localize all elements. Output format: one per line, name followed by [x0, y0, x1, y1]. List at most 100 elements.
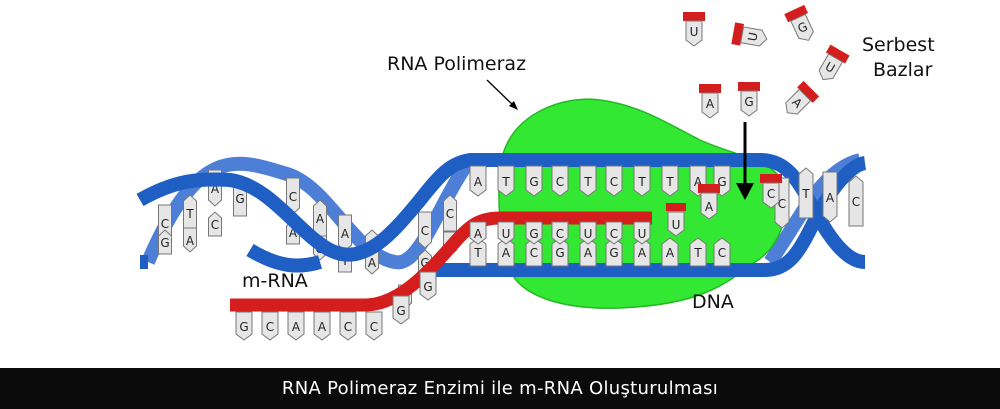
base-letter: A: [584, 246, 593, 260]
base-shape: [605, 165, 623, 197]
dna-base-right-3: C: [848, 175, 864, 227]
base-letter: A: [318, 320, 327, 334]
base-shape: [685, 20, 703, 47]
base-shape: [339, 311, 357, 341]
base-letter: A: [186, 234, 195, 248]
mrna-base-2: G: [525, 221, 543, 245]
mrna-tail-base-5: C: [365, 311, 383, 341]
base-letter: T: [637, 175, 646, 189]
free-base: U: [818, 44, 850, 81]
dna-base-left-8: C: [418, 211, 432, 249]
base-letter: A: [292, 320, 301, 334]
base-shape: [848, 175, 864, 227]
nucleotide-cap: [698, 184, 720, 193]
base-letter: T: [583, 175, 592, 189]
mrna-tail-base-7: G: [419, 271, 437, 301]
base-shape: [551, 221, 569, 245]
base-letter: A: [694, 175, 703, 189]
base-letter: A: [341, 227, 350, 241]
base-letter: A: [502, 246, 511, 260]
dna-base-left-5: A: [313, 199, 327, 237]
dna-coding-base-0: A: [469, 165, 487, 197]
mrna-tail-base-2: A: [287, 311, 305, 341]
base-shape: [822, 171, 838, 223]
base-letter: U: [745, 31, 760, 42]
polymerase-pointer-head: [509, 101, 518, 110]
dna-base-left-lower-0: G: [158, 229, 172, 255]
base-shape: [790, 13, 814, 41]
dna-coding-base-3: C: [551, 165, 569, 197]
base-letter: G: [609, 246, 618, 260]
base-letter: G: [160, 236, 169, 250]
nucleotide-cap: [784, 4, 809, 23]
nucleotide-cap: [683, 12, 705, 21]
base-shape: [183, 227, 197, 253]
mrna-base-3: C: [551, 221, 569, 245]
mrna-label: m-RNA: [242, 270, 308, 292]
base-letter: C: [718, 246, 726, 260]
dna-base-left-6: A: [338, 214, 352, 252]
base-letter: A: [474, 175, 483, 189]
base-shape: [740, 90, 758, 117]
base-shape: [208, 211, 222, 237]
mrna-base-8: A: [700, 192, 718, 220]
free-bases-label-line2: Bazlar: [873, 59, 933, 81]
base-shape: [443, 194, 457, 232]
dna-coding-base-1: T: [497, 165, 515, 197]
dna-template-base-9: C: [713, 237, 731, 267]
base-letter: G: [423, 280, 432, 294]
mrna-base-7: U: [667, 211, 685, 237]
dna-coding-base-4: T: [579, 165, 597, 197]
dna-coding-base-5: C: [605, 165, 623, 197]
base-shape: [469, 221, 487, 245]
base-shape: [785, 88, 812, 115]
dna-coding-base-6: T: [633, 165, 651, 197]
free-base: C: [760, 174, 782, 209]
mrna-base-1: U: [497, 221, 515, 245]
base-letter: G: [420, 256, 429, 270]
base-letter: T: [501, 175, 510, 189]
base-letter: U: [502, 227, 511, 241]
base-shape: [740, 26, 768, 47]
base-shape: [633, 165, 651, 197]
caption-text: RNA Polimeraz Enzimi ile m-RNA Oluşturul…: [281, 378, 719, 399]
base-letter: C: [767, 187, 775, 201]
dna-label: DNA: [692, 291, 734, 313]
base-letter: U: [690, 25, 699, 39]
base-shape: [469, 165, 487, 197]
base-shape: [661, 237, 679, 267]
base-letter: U: [638, 227, 647, 241]
base-letter: C: [289, 190, 297, 204]
base-letter: C: [556, 175, 564, 189]
dna-base-left-lower-2: C: [208, 211, 222, 237]
base-shape: [633, 221, 651, 245]
base-shape: [762, 182, 780, 209]
base-shape: [235, 311, 253, 341]
mrna-base-4: U: [579, 221, 597, 245]
base-letter: T: [473, 246, 482, 260]
dna-base-left-lower-1: A: [183, 227, 197, 253]
free-base: A: [699, 84, 721, 119]
base-letter: G: [529, 227, 538, 241]
base-letter: T: [665, 175, 674, 189]
base-shape: [667, 211, 685, 237]
caption-bar: RNA Polimeraz Enzimi ile m-RNA Oluşturul…: [0, 368, 1000, 409]
polymerase-pointer-line: [486, 79, 515, 107]
base-shape: [497, 221, 515, 245]
dna-front-strand-bottom: [432, 156, 867, 277]
nucleotide-cap: [825, 44, 850, 64]
base-letter: C: [266, 320, 274, 334]
base-letter: A: [211, 182, 220, 196]
base-shape: [661, 165, 679, 197]
base-shape: [497, 165, 515, 197]
base-shape: [286, 177, 300, 215]
mrna-base-0: A: [469, 221, 487, 245]
base-letter: T: [693, 246, 702, 260]
free-base: G: [784, 4, 814, 41]
mrna-strand: [230, 211, 652, 312]
nucleotide-cap: [666, 203, 686, 211]
diagram-stage: CTAGCAAGCCGACAGTAGATATGCTCTTAGTACGAGAATC…: [136, 4, 935, 341]
base-letter: A: [706, 97, 715, 111]
base-letter: A: [474, 227, 483, 241]
dna-template-base-8: T: [689, 237, 707, 267]
